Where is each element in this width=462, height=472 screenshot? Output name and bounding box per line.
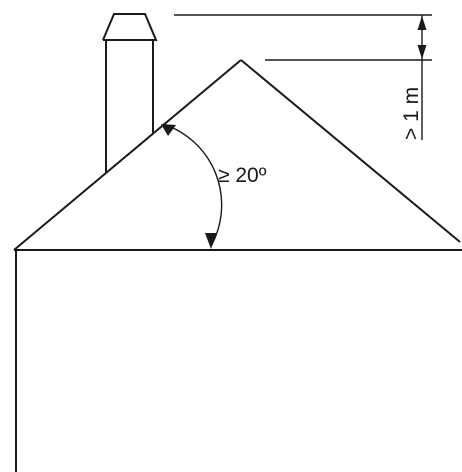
height-label: > 1 m [400, 87, 423, 140]
dimension-arrow-bottom [417, 45, 427, 59]
angle-arc [162, 123, 223, 247]
roof-right-slope [240, 59, 461, 243]
dimension-arrow-top [417, 16, 427, 30]
height-dimension: > 1 m [174, 14, 432, 140]
roof-left-slope [13, 59, 242, 251]
roof [13, 59, 461, 251]
angle-arrow-bottom [205, 233, 217, 249]
angle-arrow-top [161, 124, 176, 136]
chimney-cap [102, 13, 158, 41]
roof-angle-dimension: ≥ 20º [161, 123, 267, 249]
chimney [102, 13, 158, 172]
angle-label: ≥ 20º [218, 164, 267, 187]
